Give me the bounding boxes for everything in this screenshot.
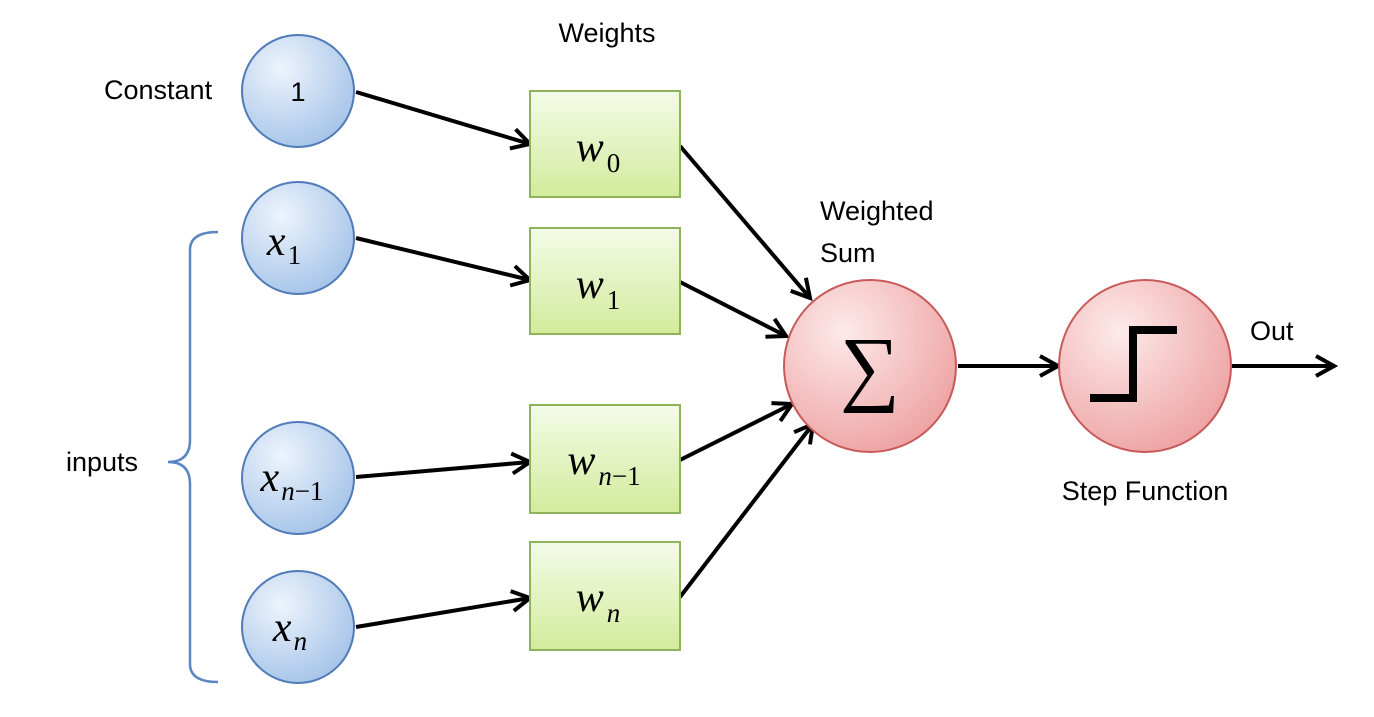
edge-xn-to-wn <box>355 598 530 629</box>
weight-w1-sub: 1 <box>607 285 621 315</box>
weight-wn-1-sub-rest: −1 <box>612 461 641 491</box>
step-function-icon <box>1090 326 1177 402</box>
input-node-xn-1-base: x <box>260 455 280 501</box>
input-node-constant-label: 1 <box>290 77 305 107</box>
weight-wn-1-base: w <box>567 438 595 484</box>
sum-node: ∑ <box>783 279 957 453</box>
input-node-xn-1-sub-rest: −1 <box>295 476 324 506</box>
edge-xn-1-to-wn-1 <box>355 462 530 479</box>
inputs-bracket <box>167 230 219 684</box>
step-function-label: Step Function <box>1062 476 1229 506</box>
input-node-constant: 1 <box>241 34 355 148</box>
out-label: Out <box>1250 316 1294 346</box>
input-node-xn-1-sub-n: n <box>281 476 295 506</box>
weighted-sum-label-line1: Weighted <box>820 196 934 226</box>
weight-wn-base: w <box>576 575 604 621</box>
edge-wn-1-to-sum <box>679 404 792 462</box>
weights-heading: Weights <box>558 18 655 48</box>
input-node-x1: x1 <box>241 181 355 295</box>
input-node-xn-1: xn−1 <box>241 421 355 535</box>
input-node-xn-1-label: xn−1 <box>260 455 324 506</box>
input-node-x1-sub: 1 <box>288 240 302 270</box>
weight-w0-sub: 0 <box>607 148 621 178</box>
weight-w1-base: w <box>576 262 604 308</box>
input-node-xn-label: xn <box>272 605 307 656</box>
edge-constant-to-w0 <box>355 90 530 144</box>
input-node-xn-sub-n: n <box>294 626 308 656</box>
weight-wn-sub-n: n <box>607 598 621 628</box>
edge-wn-to-sum <box>678 424 813 599</box>
step-node <box>1058 279 1232 453</box>
edges <box>355 90 1334 629</box>
sum-icon: ∑ <box>840 321 900 414</box>
input-node-x1-label: x1 <box>266 219 301 270</box>
edge-w0-to-sum <box>678 144 810 298</box>
inputs-label: inputs <box>66 447 138 477</box>
weighted-sum-label-line2: Sum <box>820 238 876 268</box>
edge-x1-to-w1 <box>355 236 530 280</box>
weight-w0-base: w <box>576 125 604 171</box>
input-node-xn: xn <box>241 570 355 684</box>
constant-label: Constant <box>104 75 213 105</box>
weight-wn-1-sub-n: n <box>598 461 612 491</box>
edge-w1-to-sum <box>679 280 786 336</box>
input-node-x1-base: x <box>266 219 286 265</box>
input-node-xn-base: x <box>272 605 292 651</box>
